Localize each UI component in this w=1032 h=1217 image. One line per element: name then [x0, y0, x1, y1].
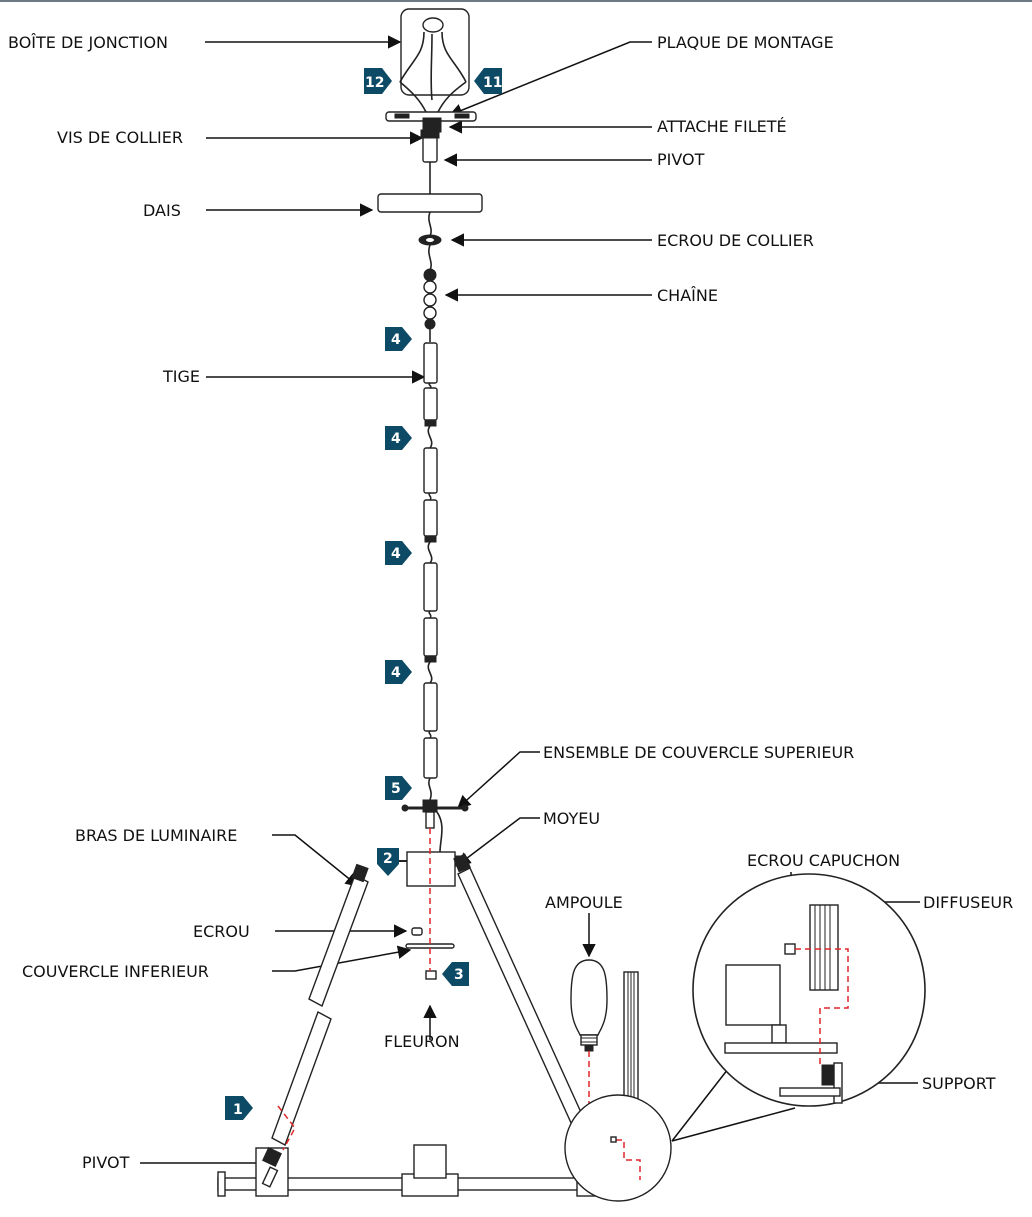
label-fixture-arm: BRAS DE LUMINAIRE — [75, 826, 237, 845]
top-cover-assembly — [401, 799, 469, 829]
label-bulb: AMPOULE — [545, 893, 623, 912]
badge-1: 1 — [225, 1096, 253, 1120]
chain — [423, 268, 437, 330]
badge-11: 11 — [474, 68, 502, 94]
label-swivel-top: PIVOT — [657, 150, 705, 169]
badge-5: 5 — [385, 776, 412, 800]
wire-right — [437, 81, 467, 113]
bulb — [570, 959, 608, 1052]
stem-joints — [427, 382, 433, 801]
badge-12: 12 — [364, 68, 392, 94]
finial — [425, 970, 437, 980]
label-collar-nut: ECROU DE COLLIER — [657, 231, 814, 250]
badge-4-first: 4 — [385, 327, 412, 351]
hub — [406, 851, 456, 887]
swivel-top — [420, 129, 440, 163]
nut — [411, 927, 423, 936]
label-finial: FLEURON — [384, 1032, 460, 1051]
svg-text:2: 2 — [383, 851, 393, 867]
label-bracket: SUPPORT — [922, 1074, 996, 1093]
label-chain: CHAÎNE — [657, 286, 718, 305]
stem-sections — [423, 342, 438, 779]
junction-box — [399, 8, 470, 101]
svg-text:4: 4 — [391, 332, 401, 348]
badge-4-second: 4 — [385, 426, 412, 450]
canopy — [377, 193, 483, 213]
svg-text:4: 4 — [391, 665, 401, 681]
badge-4-fourth: 4 — [385, 660, 412, 684]
label-swivel-bottom: PIVOT — [82, 1153, 130, 1172]
bottom-cover — [405, 943, 455, 949]
detail-circle-small — [564, 1094, 672, 1202]
wire-left — [399, 81, 427, 113]
diffuser — [623, 971, 639, 1133]
label-stem: TIGE — [162, 367, 200, 386]
label-bottom-cover: COUVERCLE INFERIEUR — [22, 962, 209, 981]
svg-text:11: 11 — [483, 75, 502, 91]
label-diffuser: DIFFUSEUR — [923, 893, 1013, 912]
badge-4-third: 4 — [385, 541, 412, 565]
label-mounting-plate: PLAQUE DE MONTAGE — [657, 33, 834, 52]
cord-canopy — [428, 211, 432, 237]
top-border-line — [0, 0, 1032, 2]
cap-nut-detail — [784, 943, 796, 955]
svg-text:5: 5 — [391, 781, 401, 797]
label-junction-box: BOÎTE DE JONCTION — [8, 33, 168, 52]
label-collar-screw: VIS DE COLLIER — [57, 128, 183, 147]
left-arm-guide-line — [277, 1105, 296, 1151]
svg-text:3: 3 — [454, 967, 464, 983]
svg-text:12: 12 — [365, 75, 384, 91]
diffuser-detail — [809, 904, 839, 991]
label-nut: ECROU — [193, 922, 250, 941]
label-cap-nut: ECROU CAPUCHON — [747, 851, 900, 870]
svg-text:4: 4 — [391, 431, 401, 447]
badge-2: 2 — [377, 848, 399, 876]
label-top-cover: ENSEMBLE DE COUVERCLE SUPERIEUR — [543, 743, 854, 762]
badge-3: 3 — [442, 962, 469, 986]
mounting-plate — [385, 111, 477, 133]
svg-text:1: 1 — [233, 1102, 243, 1118]
label-canopy: DAIS — [143, 201, 181, 220]
left-arm — [271, 863, 369, 1146]
svg-text:4: 4 — [391, 546, 401, 562]
label-hub: MOYEU — [543, 809, 600, 828]
label-threaded-nipple: ATTACHE FILETÉ — [657, 117, 787, 136]
zoom-detail — [671, 873, 926, 1142]
